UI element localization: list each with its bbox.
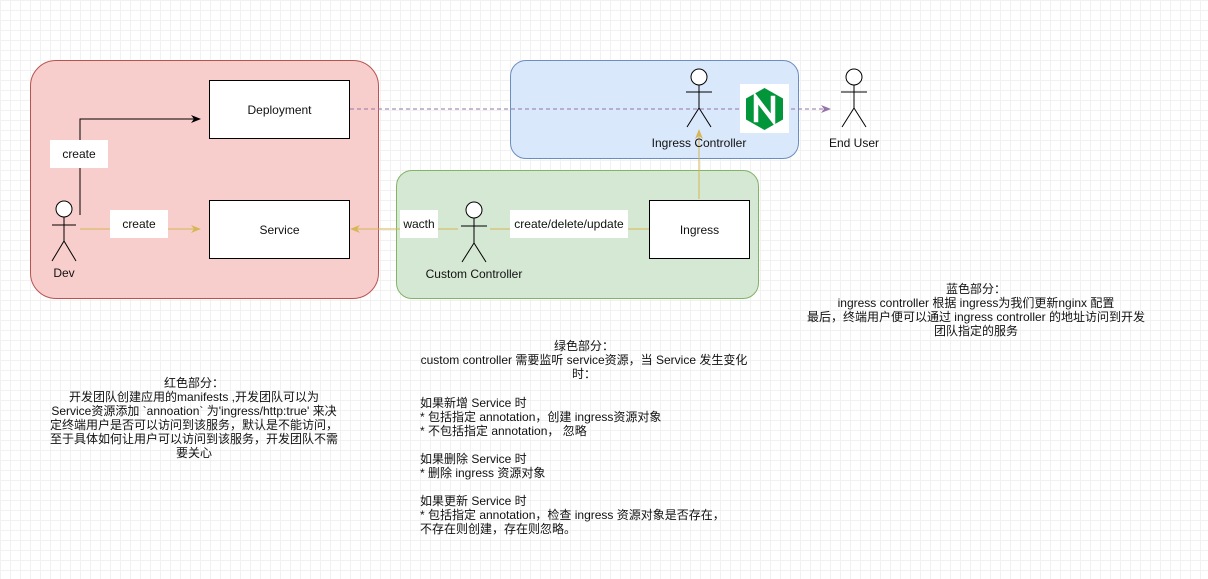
service-box: Service (209, 200, 350, 259)
crud-label: create/delete/update (510, 210, 628, 238)
dev-label: Dev (53, 266, 75, 280)
red-section-note: 红色部分： 开发团队创建应用的manifests ,开发团队可以为 Servic… (50, 376, 339, 460)
custom-controller-label: Custom Controller (425, 267, 523, 281)
dev-actor-icon (51, 200, 77, 262)
ingress-controller-actor-icon (686, 68, 712, 128)
custom-controller-actor-icon (461, 201, 487, 263)
create-deployment-label: create (50, 140, 108, 168)
watch-label: wacth (400, 210, 438, 238)
ingress-box: Ingress (649, 200, 750, 259)
nginx-icon (740, 84, 789, 133)
end-user-actor-icon (841, 68, 867, 128)
green-section-body: 如果新增 Service 时 * 包括指定 annotation，创建 ingr… (420, 396, 725, 536)
deployment-label: Deployment (247, 102, 312, 117)
deployment-box: Deployment (209, 80, 350, 139)
ingress-label: Ingress (679, 222, 720, 237)
end-user-label: End User (828, 136, 880, 150)
service-label: Service (259, 222, 300, 237)
blue-section-note: 蓝色部分： ingress controller 根据 ingress为我们更新… (806, 282, 1146, 338)
edge-dev-deployment (79, 115, 201, 215)
green-section-title: 绿色部分： custom controller 需要监听 service资源，当… (420, 339, 748, 381)
create-service-label: create (110, 210, 168, 238)
ingress-controller-label: Ingress Controller (651, 136, 747, 150)
